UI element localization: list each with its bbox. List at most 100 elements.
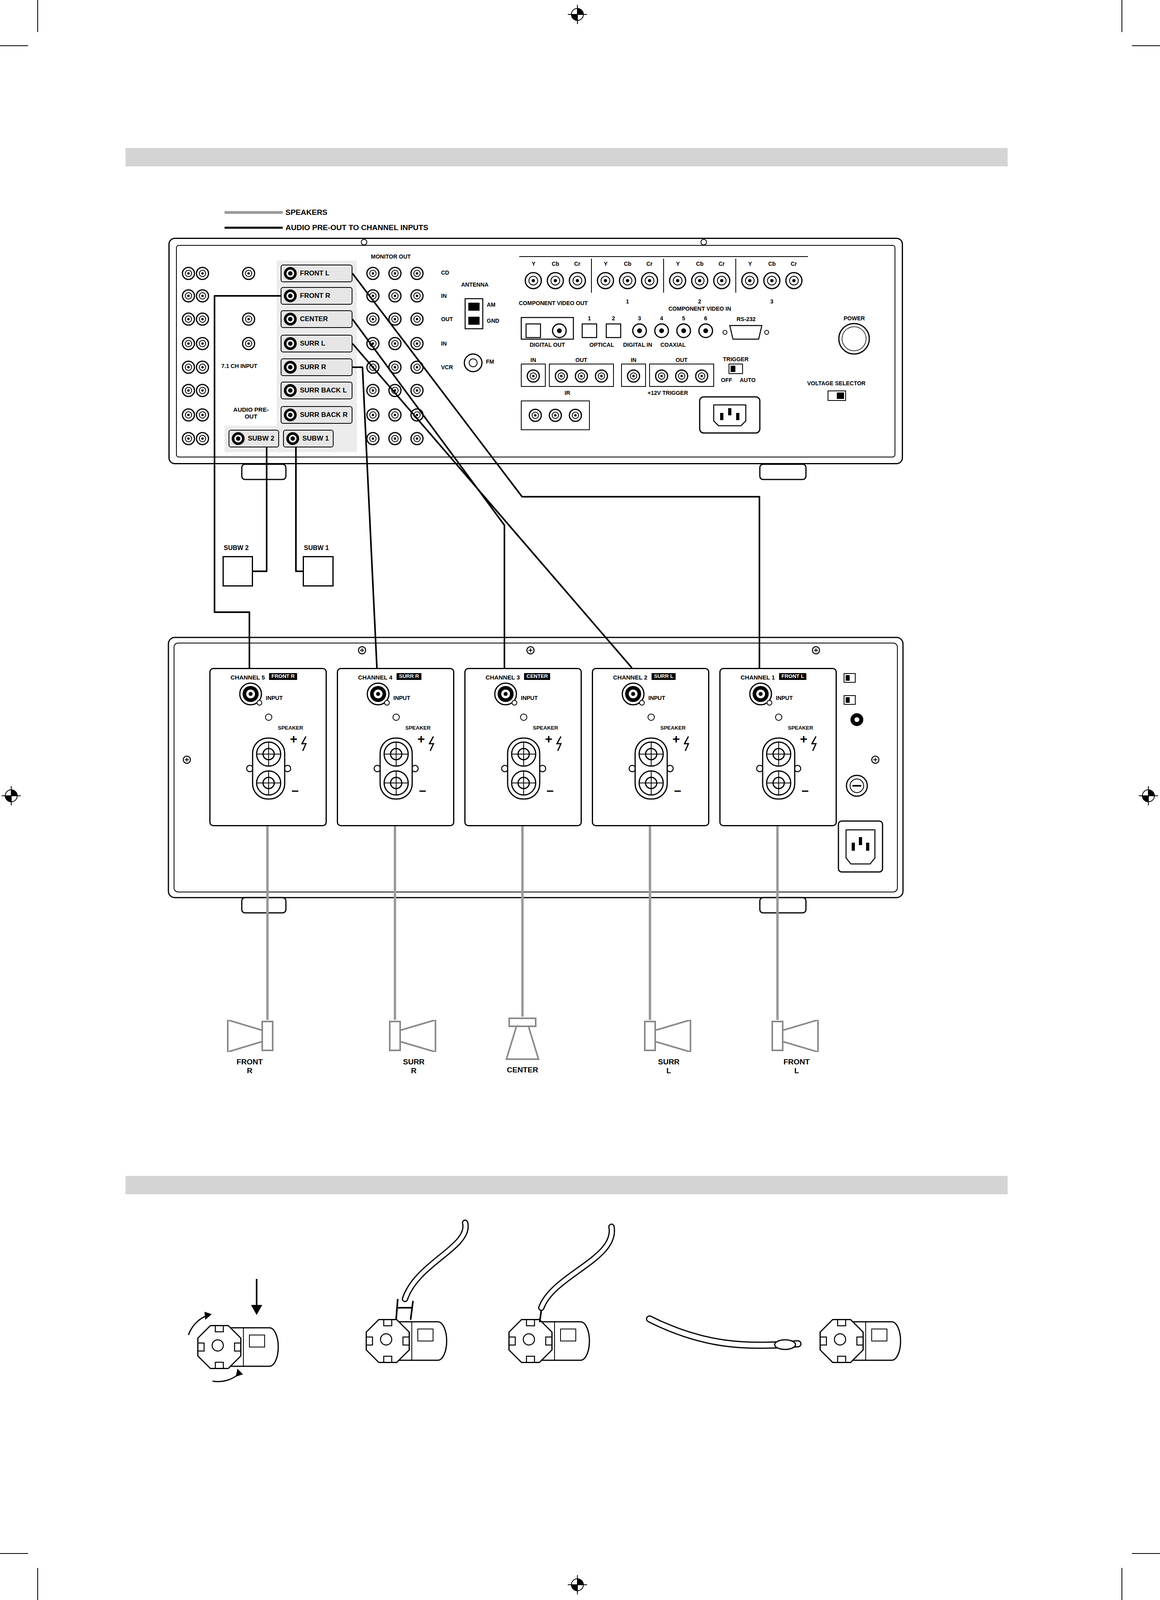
module-hardware — [511, 742, 536, 767]
module-hardware — [639, 771, 664, 796]
amplifier-rear-panel-drawing — [844, 695, 856, 705]
module-hardware — [639, 771, 664, 796]
channel-badge: FRONT L — [779, 673, 807, 681]
panel-label: COMPONENT VIDEO OUT — [518, 299, 588, 307]
receiver-rear-panel-drawing — [597, 272, 614, 289]
receiver-rear-panel-drawing — [361, 239, 367, 245]
receiver-rear-panel-drawing — [366, 267, 379, 280]
module-hardware — [380, 738, 413, 800]
receiver-rear-panel-drawing — [713, 272, 730, 289]
receiver-rear-panel-drawing — [669, 272, 686, 289]
binding-post-steps — [541, 1226, 612, 1308]
panel-label: AM — [486, 301, 496, 308]
speaker-label: SURR L — [657, 1057, 680, 1076]
receiver-rear-panel-drawing — [196, 408, 209, 422]
module-hardware — [503, 692, 508, 697]
module-label: SPEAKER — [660, 725, 686, 732]
module-label: SPEAKER — [277, 725, 304, 732]
receiver-rear-panel-drawing — [242, 313, 255, 326]
module-hardware — [647, 714, 655, 721]
receiver-rear-panel-drawing — [621, 364, 646, 387]
receiver-rear-panel-drawing — [521, 317, 574, 340]
receiver-rear-panel-drawing — [196, 337, 209, 350]
panel-label: ANTENNA — [461, 281, 489, 288]
jack-label: SUBW 1 — [302, 434, 329, 443]
module-hardware — [384, 700, 390, 706]
panel-label: 3 — [770, 298, 774, 305]
panel-label: CD — [441, 269, 450, 276]
amplifier-rear-panel-drawing — [850, 779, 864, 793]
panel-label: VOLTAGE SELECTOR — [807, 380, 866, 387]
module-hardware — [749, 683, 772, 705]
speaker-symbol — [227, 1020, 263, 1053]
receiver-rear-panel-drawing — [469, 358, 478, 367]
amplifier-rear-panel-drawing — [526, 646, 535, 654]
module-hardware — [497, 686, 514, 703]
receiver-rear-panel-drawing — [366, 313, 379, 326]
receiver-rear-panel-drawing — [366, 384, 379, 397]
module-label: + — [289, 731, 298, 747]
pre-out-cable — [352, 343, 632, 669]
module-hardware — [631, 692, 636, 697]
binding-post-steps — [366, 1319, 447, 1363]
module-label: INPUT — [775, 694, 793, 702]
legend-text: AUDIO PRE-OUT TO CHANNEL INPUTS — [285, 223, 429, 233]
amplifier-channel-module: CHANNEL 1FRONT LINPUTSPEAKER+– — [719, 668, 837, 827]
jack-label: CENTER — [299, 315, 328, 324]
receiver-rear-panel-drawing — [276, 260, 357, 426]
module-hardware — [494, 683, 517, 705]
panel-label: Cr — [646, 260, 653, 268]
panel-label: IN — [441, 340, 447, 347]
speaker-symbol — [222, 1020, 276, 1053]
module-label: CHANNEL 4 — [358, 674, 393, 681]
subwoofer-label: SUBW 2 — [223, 544, 249, 552]
module-hardware — [256, 742, 281, 767]
module-hardware — [384, 742, 409, 767]
receiver-rear-panel-drawing — [676, 323, 691, 338]
panel-label: AUTO — [739, 376, 756, 384]
jack-label: FRONT R — [299, 291, 331, 300]
module-hardware — [556, 736, 561, 752]
panel-label: MONITOR OUT — [370, 253, 411, 260]
receiver-rear-panel-drawing — [525, 272, 542, 289]
panel-label: IR — [564, 389, 571, 397]
pre-out-jack: FRONT R — [280, 287, 353, 305]
module-hardware — [501, 689, 511, 699]
panel-label: 1 — [587, 315, 592, 322]
panel-label: FM — [485, 358, 494, 365]
amplifier-rear-panel-drawing — [241, 897, 286, 914]
receiver-rear-panel-drawing — [196, 289, 209, 302]
module-label: INPUT — [648, 694, 666, 702]
receiver-rear-panel-drawing — [410, 384, 424, 397]
module-label: CHANNEL 1 — [740, 674, 776, 681]
speaker: FRONT L — [769, 1020, 823, 1077]
module-hardware — [752, 686, 769, 703]
panel-label: OUT — [675, 356, 688, 364]
receiver-rear-panel-drawing — [555, 370, 568, 383]
pre-out-jack: SUBW 2 — [228, 429, 280, 448]
receiver-rear-panel-drawing — [759, 464, 806, 480]
receiver-rear-panel-drawing — [182, 361, 195, 374]
receiver-rear-panel-drawing — [728, 364, 743, 374]
receiver-rear-panel-drawing — [619, 272, 636, 289]
binding-post-steps — [251, 1305, 263, 1316]
print-marks — [1138, 786, 1158, 806]
receiver-rear-panel-drawing — [698, 323, 713, 338]
speaker: FRONT R — [222, 1020, 276, 1077]
receiver-rear-panel-drawing — [713, 404, 746, 426]
module-label: + — [417, 731, 426, 747]
subwoofer-label: SUBW 1 — [303, 544, 329, 552]
module-hardware — [593, 669, 711, 828]
panel-label: 2 — [611, 315, 616, 322]
module-hardware — [256, 771, 281, 796]
receiver-rear-panel-drawing — [763, 272, 780, 289]
receiver-rear-panel-drawing — [729, 325, 762, 340]
module-hardware — [246, 689, 256, 699]
module-label: CHANNEL 2 — [613, 674, 648, 681]
jack-label: SURR BACK R — [299, 410, 348, 420]
amplifier-rear-panel-drawing — [858, 837, 863, 846]
speaker-symbol — [782, 1020, 818, 1053]
panel-label: OFF — [720, 376, 733, 384]
module-hardware — [465, 669, 584, 828]
